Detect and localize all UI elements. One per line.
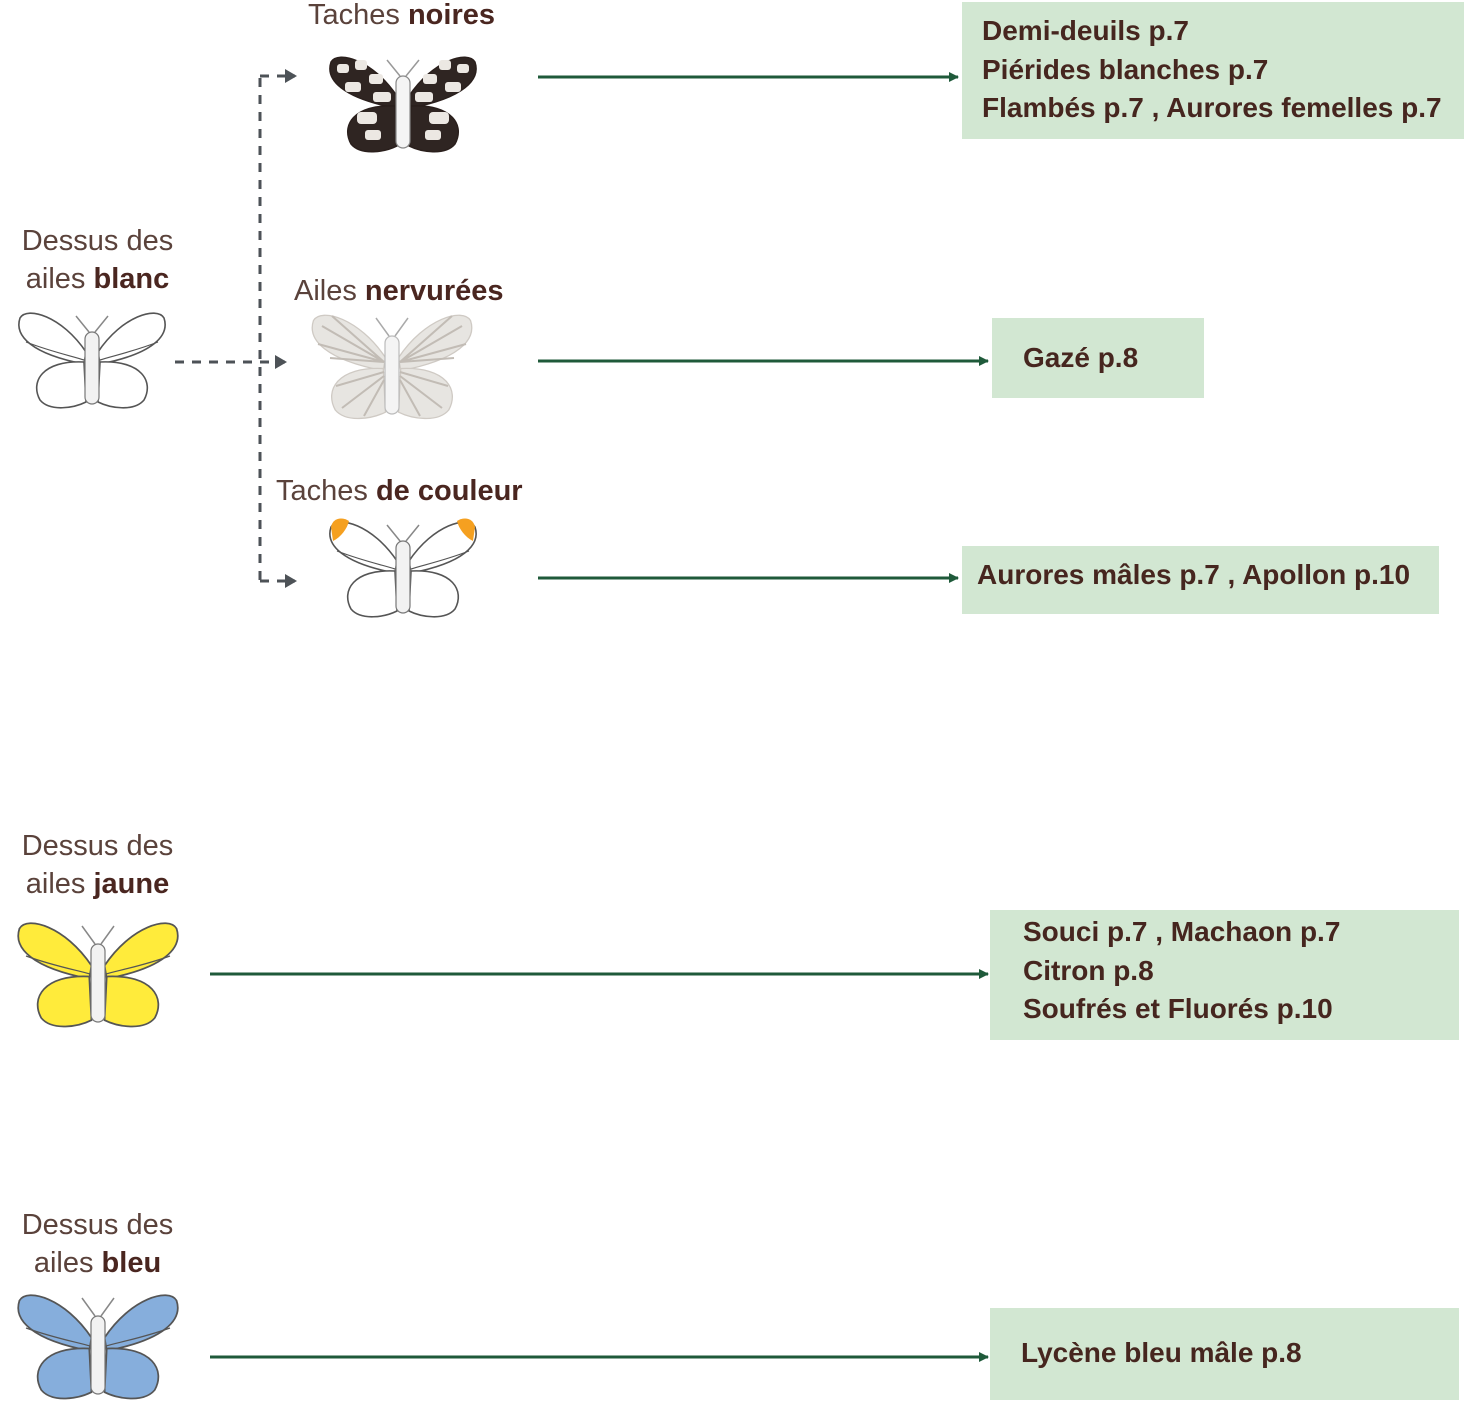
- group-label-blanc: Dessus des ailes blanc: [10, 222, 185, 298]
- branch-label-bold: nervurées: [364, 275, 504, 307]
- result-line: Aurores mâles p.7 , Apollon p.10: [977, 559, 1411, 590]
- result-line: Gazé p.8: [1023, 342, 1139, 373]
- branch-label-plain: Taches: [308, 0, 400, 31]
- group-label-jaune: Dessus des ailes jaune: [10, 827, 185, 903]
- label-color-word: blanc: [93, 263, 170, 295]
- label-prefix: Dessus des: [21, 225, 174, 257]
- label-prefix: Dessus des: [21, 1209, 174, 1241]
- label-word: ailes: [33, 1247, 94, 1279]
- branch-label-plain: Taches: [276, 475, 368, 507]
- result-box-bleu: Lycène bleu mâle p.8: [990, 1308, 1459, 1400]
- butterfly-yellow-icon: [17, 922, 179, 1028]
- branch-label-couleur: Taches de couleur: [276, 472, 523, 510]
- label-word: ailes: [25, 868, 86, 900]
- result-box-jaune: Souci p.7 , Machaon p.7 Citron p.8 Soufr…: [990, 910, 1459, 1040]
- butterfly-orange-tip-icon: [329, 518, 477, 618]
- butterfly-veined-icon: [311, 314, 473, 420]
- result-line: Soufrés et Fluorés p.10: [1023, 993, 1333, 1024]
- group-label-bleu: Dessus des ailes bleu: [10, 1206, 185, 1282]
- result-box-noires: Demi-deuils p.7 Piérides blanches p.7 Fl…: [962, 2, 1464, 139]
- result-line: Flambés p.7 , Aurores femelles p.7: [982, 92, 1442, 123]
- branch-label-bold: de couleur: [375, 475, 523, 507]
- branch-label-plain: Ailes: [294, 275, 357, 307]
- result-arrows: [210, 72, 989, 1362]
- label-word: ailes: [25, 263, 86, 295]
- result-box-couleur: Aurores mâles p.7 , Apollon p.10: [962, 546, 1439, 614]
- result-line: Lycène bleu mâle p.8: [1021, 1337, 1302, 1368]
- result-line: Demi-deuils p.7: [982, 15, 1189, 46]
- result-line: Piérides blanches p.7: [982, 53, 1269, 85]
- butterfly-white-icon: [18, 312, 166, 409]
- label-prefix: Dessus des: [21, 830, 174, 862]
- butterfly-black-spots-icon: [329, 56, 477, 153]
- result-line: Souci p.7 , Machaon p.7: [1023, 916, 1341, 947]
- branch-label-nervurees: Ailes nervurées: [294, 272, 504, 310]
- butterfly-blue-icon: [17, 1294, 179, 1400]
- result-box-nervurees: Gazé p.8: [992, 318, 1204, 398]
- branch-label-bold: noires: [407, 0, 495, 31]
- dashed-connectors: [175, 69, 297, 588]
- branch-label-noires: Taches noires: [308, 0, 495, 34]
- result-line: Citron p.8: [1023, 954, 1154, 986]
- label-color-word: jaune: [93, 868, 170, 900]
- label-color-word: bleu: [101, 1247, 162, 1279]
